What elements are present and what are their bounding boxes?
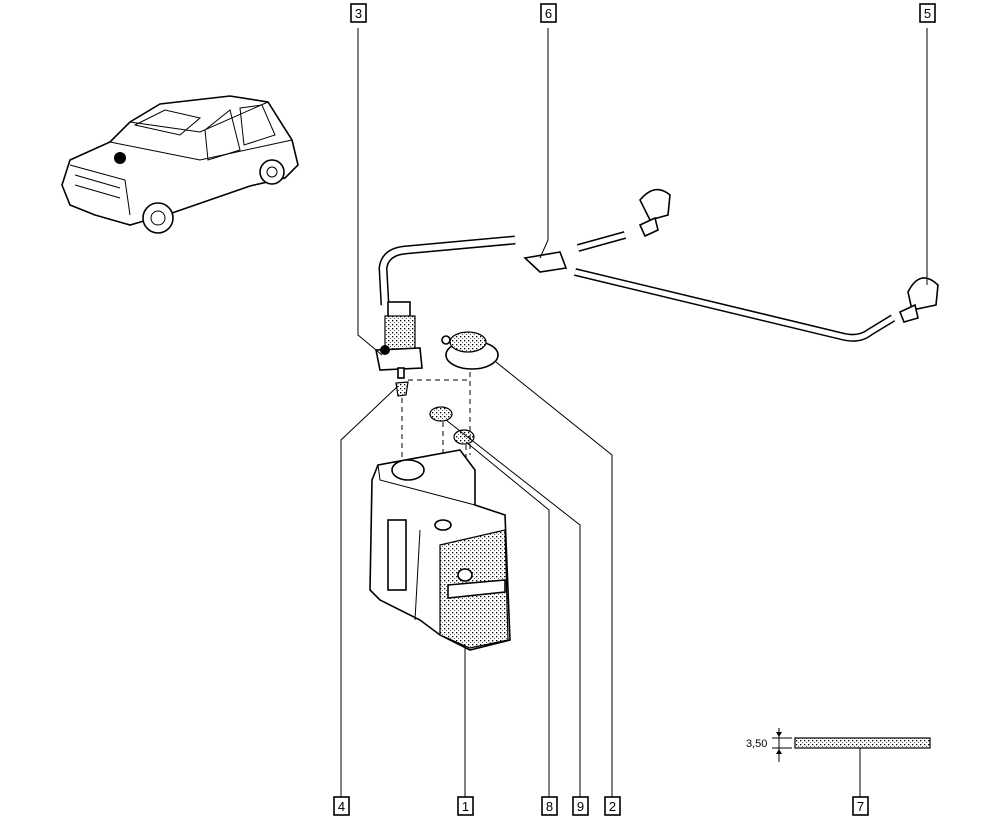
callout-3: 3 (350, 3, 367, 23)
svg-text:8: 8 (546, 799, 553, 814)
seal-strip (794, 737, 931, 749)
callout-6: 6 (540, 3, 557, 23)
hose-assembly (378, 231, 896, 342)
svg-text:7: 7 (857, 799, 864, 814)
callout-2: 2 (604, 796, 621, 816)
callout-9: 9 (572, 796, 589, 816)
svg-text:6: 6 (545, 6, 552, 21)
pump-grommet (395, 381, 409, 397)
callout-8: 8 (541, 796, 558, 816)
washer-jet-left (638, 188, 671, 238)
svg-text:2: 2 (609, 799, 616, 814)
callout-7: 7 (852, 796, 869, 816)
plug-9 (429, 406, 453, 422)
svg-text:9: 9 (577, 799, 584, 814)
svg-text:3: 3 (355, 6, 362, 21)
t-connector (523, 251, 568, 273)
callout-5: 5 (919, 3, 936, 23)
dimension-marker (772, 728, 792, 762)
plug-8 (453, 429, 475, 445)
svg-text:1: 1 (462, 799, 469, 814)
leader-lines (340, 28, 928, 797)
washer-pump (375, 301, 423, 379)
filler-cap (441, 331, 499, 370)
svg-text:4: 4 (338, 799, 345, 814)
callout-1: 1 (457, 796, 474, 816)
washer-reservoir (369, 449, 511, 651)
dimension-label: 3,50 (746, 738, 767, 750)
callout-4: 4 (333, 796, 350, 816)
car-illustration (61, 95, 299, 234)
washer-jet-right (898, 277, 939, 323)
reservoir-location-marker (114, 152, 126, 164)
svg-text:5: 5 (924, 6, 931, 21)
